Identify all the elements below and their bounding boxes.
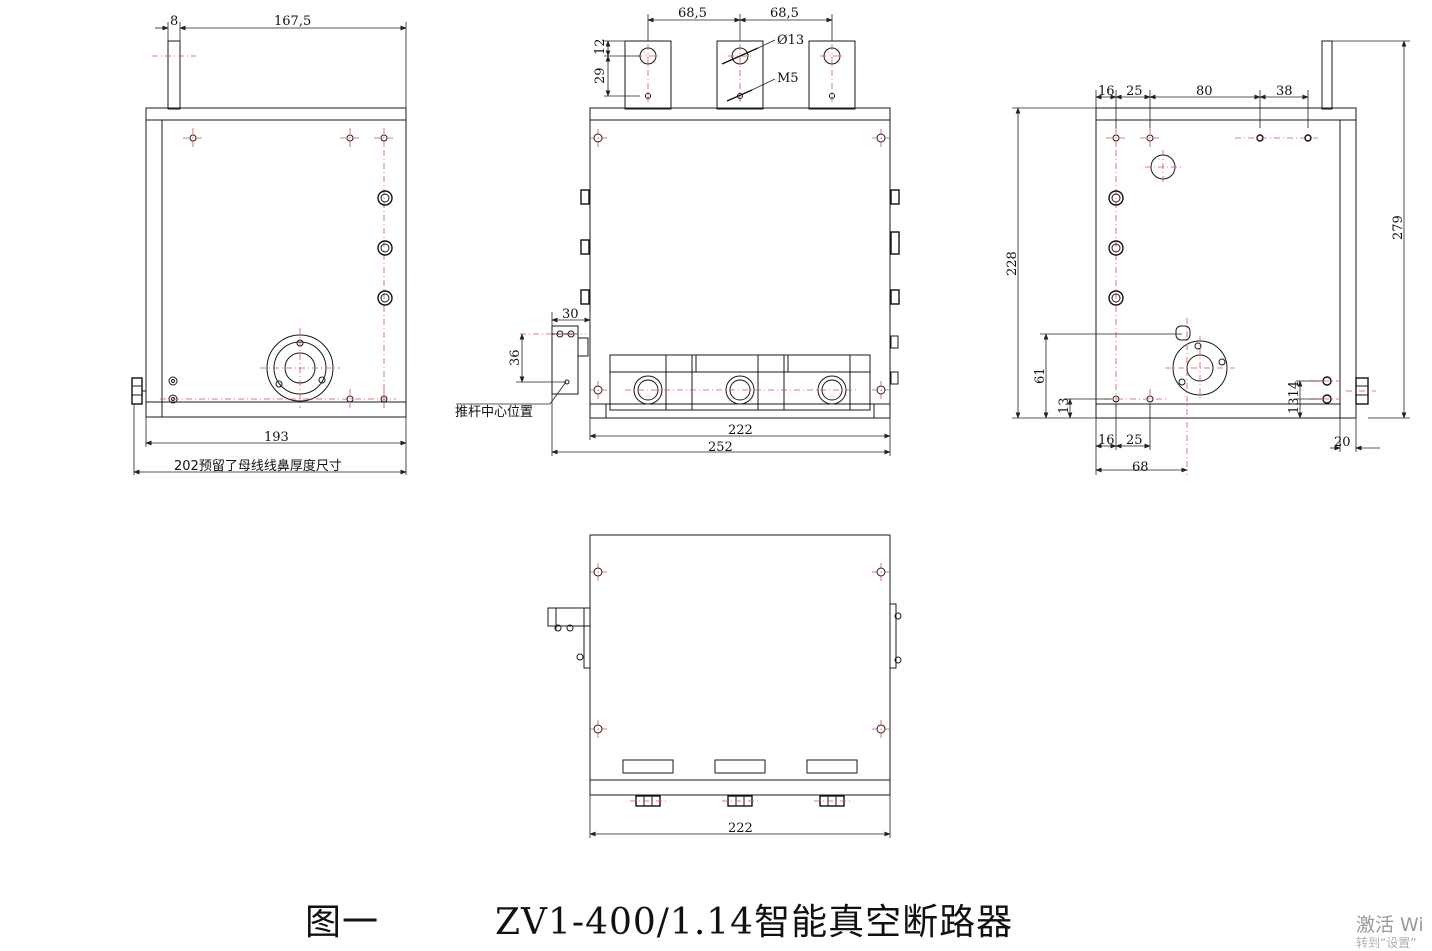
front-push-rod-bracket: [520, 325, 891, 419]
front-lower-terminal-block: [609, 354, 871, 411]
left-mount-hole: [340, 128, 360, 148]
bottom-body: [589, 534, 891, 796]
dim-8: 8: [170, 14, 178, 29]
dim-13-14: 1314: [1287, 381, 1302, 414]
dim-12: 12: [593, 38, 608, 55]
drawing-caption: 图一 ZV1-400/1.14智能真空断路器: [305, 893, 1013, 945]
dim-36: 36: [508, 349, 523, 366]
left-mount-hole: [346, 389, 354, 409]
figure-label: 图一: [305, 902, 380, 943]
dim-30: 30: [562, 307, 579, 322]
right-terminal-bar: [1321, 40, 1333, 110]
dim-16-bot: 16: [1098, 433, 1115, 448]
front-body: [589, 119, 891, 419]
activation-watermark-sub: 转到“设置”: [1356, 936, 1417, 950]
dim-228: 228: [1005, 251, 1020, 276]
dim-252: 252: [708, 440, 733, 455]
dim-25-top: 25: [1126, 84, 1143, 99]
left-body: [145, 119, 407, 418]
dim-68-5-b: 68,5: [770, 6, 799, 21]
left-bolt-head: [377, 190, 393, 206]
bottom-slot: [806, 759, 858, 774]
dim-68-5-a: 68,5: [678, 6, 707, 21]
left-round-flange: [260, 328, 340, 408]
left-bolt-head: [377, 290, 393, 306]
bottom-view: 222: [547, 534, 902, 838]
dim-16-top: 16: [1098, 84, 1115, 99]
bottom-slot: [714, 759, 766, 774]
dim-25-bot: 25: [1126, 433, 1143, 448]
drawing-title: ZV1-400/1.14智能真空断路器: [495, 902, 1014, 943]
dim-29: 29: [593, 67, 608, 84]
right-body: [1095, 119, 1357, 419]
dim-d13: Ø13: [777, 33, 804, 48]
dim-20: 20: [1334, 435, 1351, 450]
dim-m5: M5: [777, 71, 799, 86]
dim-279: 279: [1391, 215, 1406, 240]
left-mount-hole: [183, 128, 203, 148]
front-view: Ø13 M5: [455, 6, 900, 456]
left-mount-hole: [168, 376, 178, 386]
dim-38: 38: [1276, 84, 1293, 99]
push-rod-note: 推杆中心位置: [455, 405, 533, 420]
right-round-flange: [1165, 318, 1235, 475]
dim-202-note: 202预留了母线线鼻厚度尺寸: [174, 458, 342, 474]
dim-222-front: 222: [728, 423, 753, 438]
bottom-slot: [622, 759, 674, 774]
left-bolt-head: [377, 240, 393, 256]
right-side-view: 16 25 80 38 228 279 61 13 1314 16 25: [1005, 40, 1410, 475]
dim-222-bottom: 222: [728, 821, 753, 836]
dim-80: 80: [1196, 84, 1213, 99]
left-terminal-bar: [167, 40, 181, 110]
left-mount-hole: [374, 128, 394, 148]
activation-watermark: 激活 Wi: [1356, 914, 1424, 936]
dim-68: 68: [1132, 460, 1149, 475]
left-mount-hole: [380, 389, 388, 409]
front-top-flange: [589, 107, 891, 121]
dim-13: 13: [1057, 397, 1072, 414]
left-side-bolt: [131, 377, 143, 405]
dim-61: 61: [1033, 367, 1048, 384]
left-side-view: 8 167,5 193 202预留了母线线鼻厚度尺寸: [131, 14, 407, 475]
right-top-flange: [1095, 107, 1357, 121]
dim-193: 193: [264, 430, 289, 445]
dim-167-5: 167,5: [274, 14, 311, 29]
left-top-flange: [145, 107, 407, 121]
